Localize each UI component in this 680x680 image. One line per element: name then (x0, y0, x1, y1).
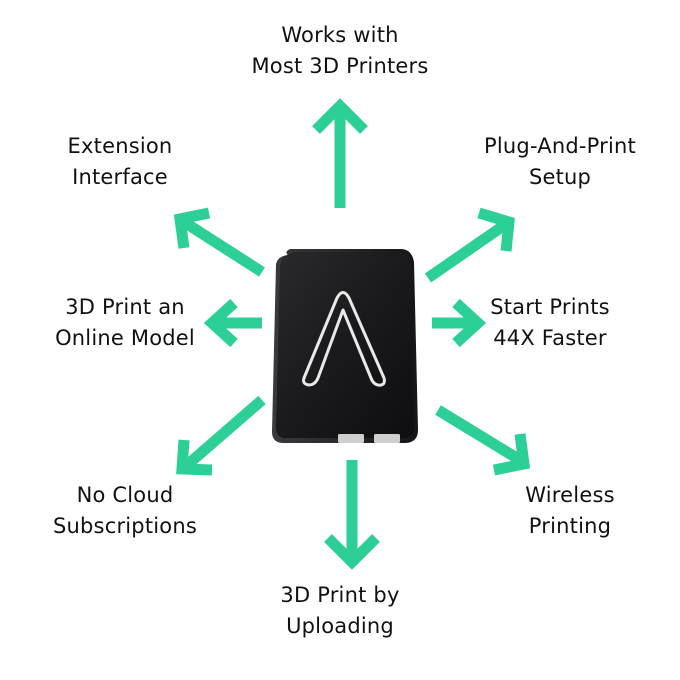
feature-label-bottom-right: Wireless Printing (465, 480, 675, 542)
feature-line: Subscriptions (52, 514, 198, 538)
feature-line: 3D Print an (65, 295, 185, 319)
feature-line: Printing (528, 514, 612, 538)
feature-label-right: Start Prints 44X Faster (445, 292, 655, 354)
feature-line: Setup (528, 165, 592, 189)
feature-line: 44X Faster (493, 326, 607, 350)
usb-port-icon (338, 434, 364, 443)
arrow-down-right-icon (435, 405, 531, 476)
feature-label-bottom: 3D Print by Uploading (240, 580, 440, 642)
feature-label-left: 3D Print an Online Model (10, 292, 240, 354)
feature-line: Extension (67, 134, 173, 158)
feature-label-top: Works with Most 3D Printers (190, 20, 490, 82)
arrow-down-left-icon (176, 395, 266, 476)
arrow-right-icon (432, 298, 487, 348)
feature-line: Wireless (525, 483, 615, 507)
lambda-chevron-logo-icon (302, 291, 386, 387)
feature-line: Online Model (55, 326, 195, 350)
usb-port-icon (374, 434, 400, 443)
arrow-left-icon (203, 298, 262, 348)
feature-line: Interface (72, 165, 168, 189)
arrow-down-icon (324, 460, 380, 570)
feature-line: Most 3D Printers (251, 54, 429, 78)
feature-line: 3D Print by (280, 583, 400, 607)
octoprint-device (272, 249, 418, 443)
arrow-up-right-icon (424, 207, 515, 283)
feature-line: Plug-And-Print (484, 134, 636, 158)
arrow-up-icon (312, 98, 368, 208)
feature-line: No Cloud (76, 483, 174, 507)
feature-label-top-right: Plug-And-Print Setup (460, 131, 660, 193)
feature-label-top-left: Extension Interface (30, 131, 210, 193)
arrow-up-left-icon (173, 207, 265, 277)
feature-line: Uploading (286, 614, 394, 638)
feature-line: Start Prints (490, 295, 610, 319)
feature-label-bottom-left: No Cloud Subscriptions (20, 480, 230, 542)
feature-line: Works with (281, 23, 399, 47)
